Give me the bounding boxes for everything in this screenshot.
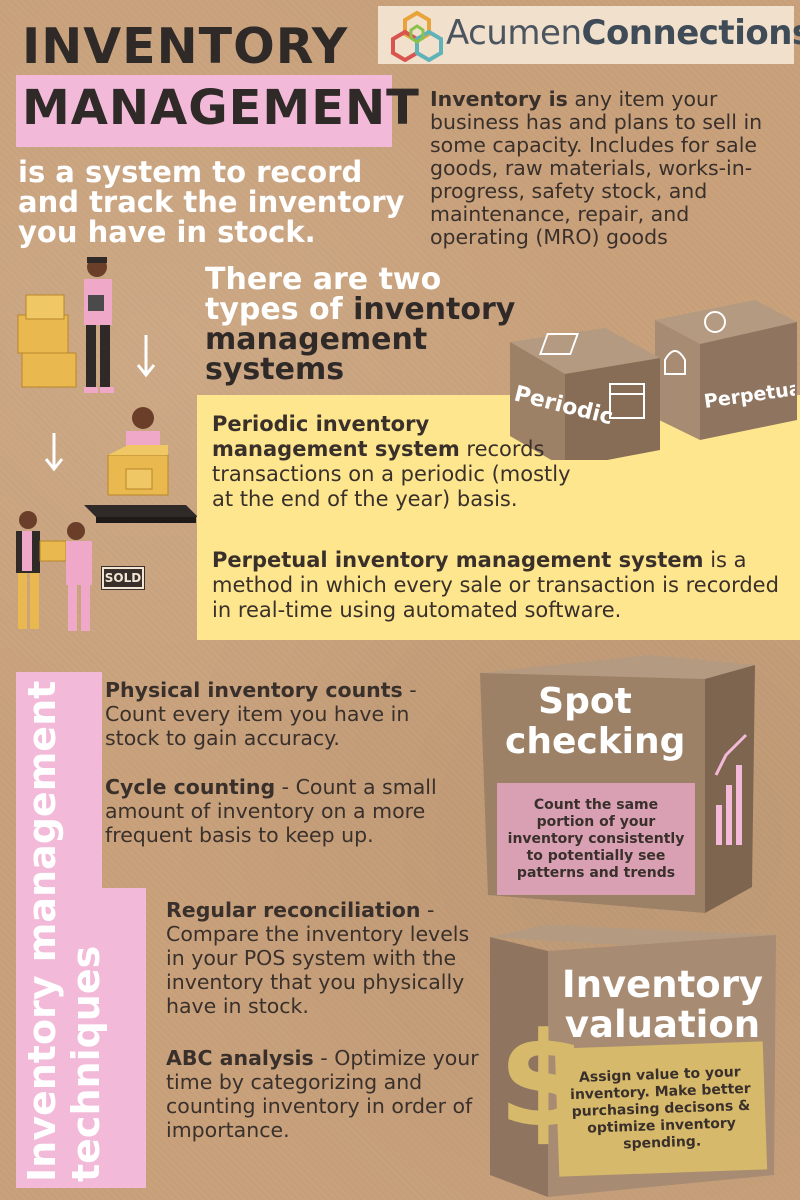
- page-title-line2: MANAGEMENT: [22, 80, 420, 136]
- warehouse-workers-illustration: [16, 257, 198, 631]
- system-cubes-illustration: [510, 300, 797, 460]
- periodic-system-description: Periodic inventory management system rec…: [212, 412, 571, 511]
- technique-item: Regular reconciliation - Compare the inv…: [166, 898, 470, 1018]
- brand-name: AcumenConnections: [446, 13, 800, 53]
- acumen-logo-icon: [391, 10, 443, 62]
- technique-item: ABC analysis - Optimize your time by cat…: [166, 1046, 479, 1142]
- inventory-valuation-note: Assign value to your inventory. Make bet…: [554, 1041, 768, 1177]
- types-heading: There are two types of inventory managem…: [205, 262, 516, 387]
- techniques-sidebar: [16, 672, 102, 1188]
- spot-checking-note: Count the same portion of your inventory…: [497, 783, 695, 895]
- technique-item: Physical inventory counts - Count every …: [105, 678, 417, 750]
- logo-banner: [378, 6, 794, 64]
- page-title-line1: INVENTORY: [22, 18, 349, 75]
- page-subtitle: is a system to record and track the inve…: [18, 155, 405, 249]
- techniques-sidebar-extension: [102, 888, 146, 1188]
- cube-labels: Periodic Perpetual: [512, 377, 795, 431]
- inventory-definition: Inventory is any item your business has …: [430, 87, 763, 249]
- sold-tag: SOLD: [101, 566, 145, 590]
- perpetual-system-description: Perpetual inventory management system is…: [212, 548, 779, 622]
- inventory-valuation-title: Inventory valuation: [561, 963, 764, 1046]
- spot-checking-title: Spot checking: [505, 681, 686, 762]
- svg-text:Perpetual: Perpetual: [703, 377, 795, 413]
- technique-item: Cycle counting - Count a small amount of…: [105, 775, 437, 847]
- techniques-sidebar-label: Inventory management techniques: [20, 680, 108, 1182]
- title-highlight: [16, 75, 392, 147]
